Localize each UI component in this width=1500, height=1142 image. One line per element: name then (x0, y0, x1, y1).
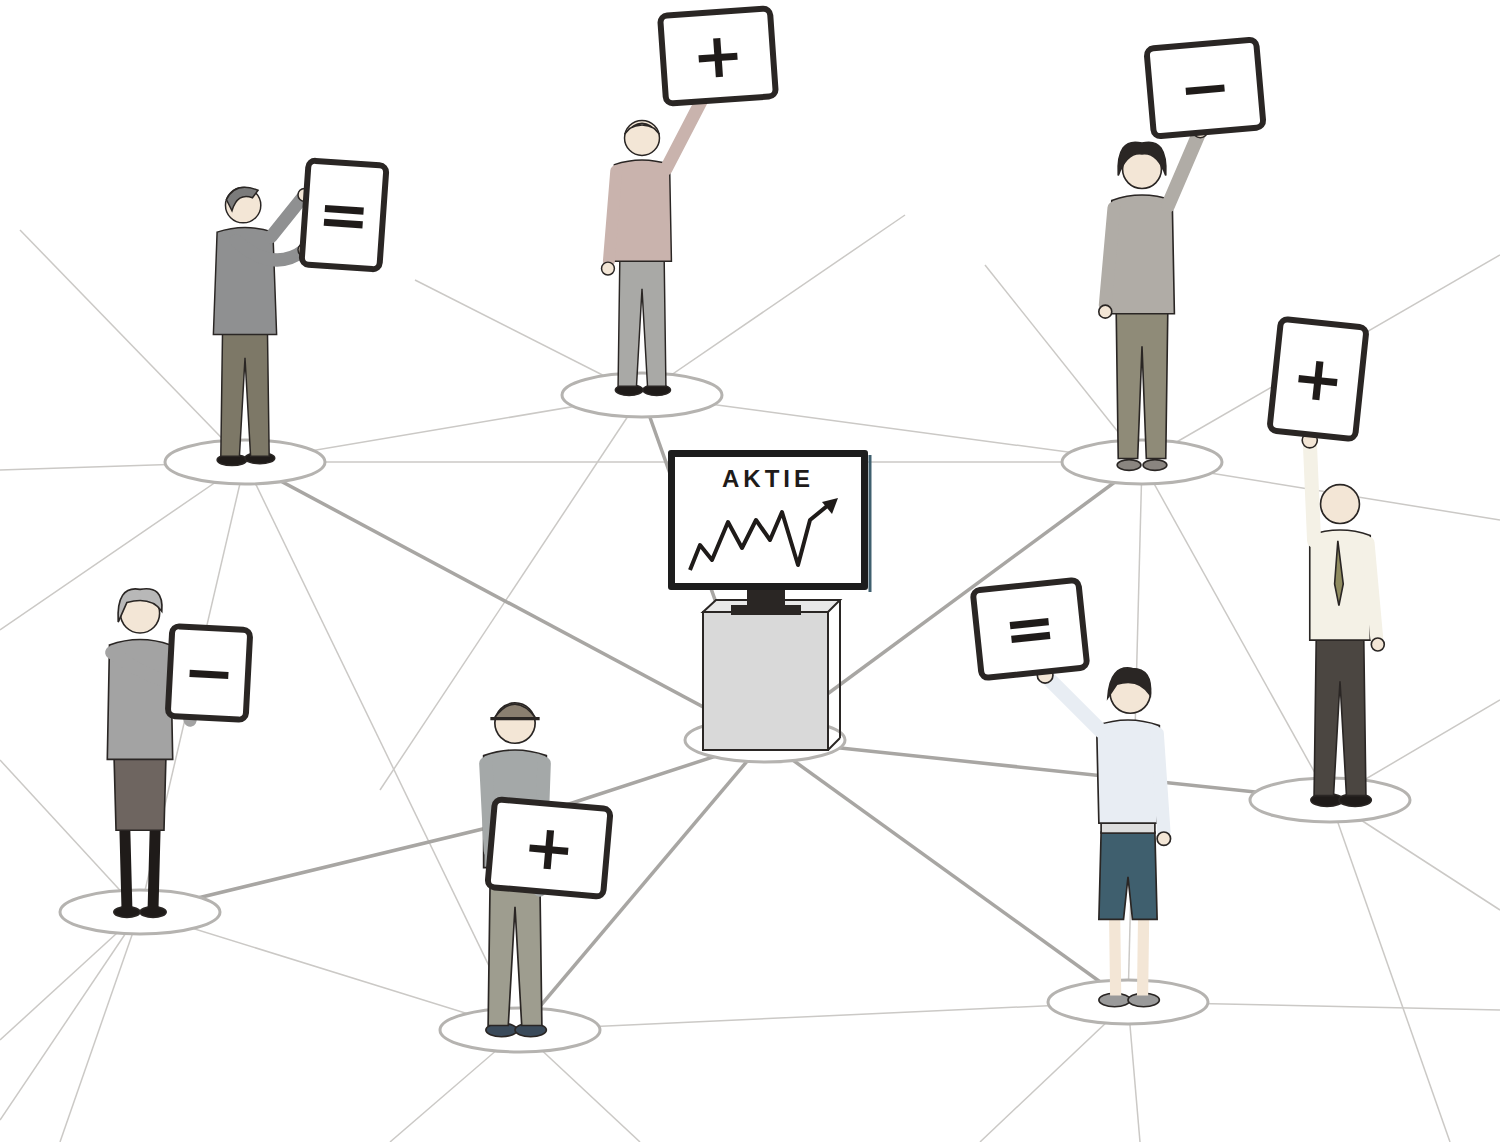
person-figure (1116, 303, 1168, 459)
thin-network-line (0, 215, 1500, 1142)
person-figure (125, 825, 156, 908)
person-figure (602, 262, 615, 275)
thin-network-line (20, 230, 245, 462)
monitor-stand (732, 606, 800, 614)
person-figure (1117, 460, 1141, 471)
sign-board: + (657, 5, 779, 107)
thin-network-line (520, 1002, 1128, 1030)
thin-network-line (245, 462, 520, 1030)
monitor-screen (869, 455, 872, 592)
monitor-screen-box: AKTIE (668, 450, 868, 590)
sign-board: + (1266, 316, 1370, 443)
ground-circle (165, 440, 325, 484)
person-figure (625, 123, 660, 134)
thick-network-line (140, 395, 1330, 1030)
thin-network-line (140, 912, 520, 1030)
person-figure (236, 241, 305, 260)
person-figure (625, 120, 660, 155)
ground-circle (60, 890, 220, 934)
person-figure (1302, 433, 1384, 807)
node-text: AKTIE (722, 457, 814, 493)
person-figure (494, 704, 537, 719)
person-figure (1108, 668, 1151, 698)
person-figure (114, 907, 140, 918)
thin-network-line (1330, 800, 1450, 1142)
monitor-screen (690, 502, 832, 570)
person-figure (221, 321, 269, 457)
person-figure (213, 187, 311, 465)
sign-board: − (1143, 36, 1267, 140)
person-figure (1143, 460, 1167, 471)
person-figure (271, 195, 304, 237)
ground-circle (60, 373, 1410, 1052)
person-figure (1115, 910, 1144, 995)
sign-board: = (298, 157, 389, 273)
person-figure (1045, 675, 1101, 731)
person-figure (1310, 440, 1314, 540)
person-figure (1118, 142, 1166, 175)
thin-network-line (1142, 255, 1500, 462)
person-figure (609, 171, 616, 261)
person-figure (490, 717, 539, 720)
node-text: − (1176, 55, 1233, 121)
sign-board: = (969, 576, 1090, 681)
person-figure (1101, 823, 1155, 833)
monitor-screen (668, 450, 868, 590)
thin-network-line (380, 395, 642, 790)
person-figure (226, 187, 258, 211)
person-figure (1168, 130, 1200, 206)
thick-network-line (765, 740, 1128, 1002)
person-figure (140, 907, 166, 918)
monitor-screen (822, 498, 838, 514)
node-text: + (690, 23, 746, 88)
ground-circle (1048, 980, 1208, 1024)
person-figure (225, 188, 260, 223)
person-figure (1368, 543, 1377, 638)
node-text: = (1001, 595, 1059, 662)
thin-network-line (0, 462, 245, 630)
monitor-stand (828, 738, 840, 750)
ground-circle (440, 1008, 600, 1052)
sign-board: − (165, 623, 254, 723)
person-figure (1037, 667, 1170, 1006)
person-figure (114, 749, 166, 831)
thin-network-line (60, 912, 140, 1142)
person-figure (618, 252, 666, 386)
ground-circle (1062, 440, 1222, 484)
node-text: + (1289, 345, 1347, 412)
sign-board: + (484, 796, 614, 900)
person-figure (1314, 638, 1366, 796)
thin-network-line (0, 912, 140, 1120)
ground-circle (562, 373, 722, 417)
node-text: − (181, 641, 236, 706)
person-figure (602, 88, 711, 395)
person-figure (1157, 733, 1164, 832)
monitor-stand (703, 612, 828, 750)
node-text: + (520, 815, 577, 881)
person-figure (1099, 832, 1157, 919)
thick-network-line (765, 740, 1330, 800)
person-figure (1310, 530, 1370, 640)
monitor-stand (703, 588, 840, 750)
person-figure (1105, 208, 1114, 305)
thin-network-line (642, 215, 905, 395)
monitor-stand (839, 600, 841, 738)
thin-network-line (765, 740, 1330, 800)
person-figure (1321, 485, 1360, 524)
person-figure (1157, 832, 1170, 845)
thin-network-line (1142, 462, 1330, 800)
person-figure (1099, 305, 1112, 318)
node-text: = (316, 182, 372, 247)
person-figure (1371, 638, 1384, 651)
monitor-screen (668, 450, 870, 592)
person-figure (1335, 541, 1344, 606)
person-figure (1099, 123, 1208, 471)
person-figure (118, 589, 162, 622)
